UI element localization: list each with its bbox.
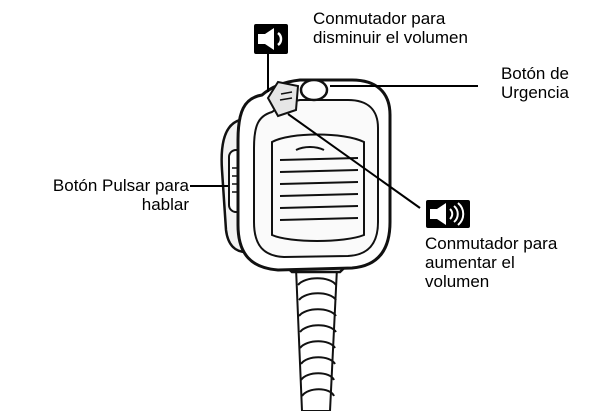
volume-up-label-line: Conmutador para (425, 234, 558, 253)
volume-up-label-line: aumentar el (425, 253, 515, 272)
volume-down-label-line: Conmutador para (313, 9, 446, 28)
volume-down-label-line: disminuir el volumen (313, 28, 468, 47)
ptt-button-label-line: Botón Pulsar para (52, 176, 189, 195)
ptt-button-label: Botón Pulsar para hablar (53, 176, 189, 214)
speaker-grille (271, 133, 365, 242)
callout-lines (190, 54, 478, 209)
ptt-button-label-line: hablar (141, 195, 189, 214)
emergency-button-label: Botón de Urgencia (501, 64, 569, 102)
emergency-button-shape (299, 78, 329, 102)
speaker-high-volume-icon (426, 200, 470, 228)
coiled-cable (294, 267, 339, 411)
volume-up-label: Conmutador para aumentar el volumen (425, 234, 557, 291)
speaker-low-volume-icon (254, 24, 288, 54)
volume-up-label-line: volumen (425, 272, 490, 291)
emergency-button-label-line: Botón de (500, 64, 569, 83)
volume-down-label: Conmutador para disminuir el volumen (313, 9, 468, 47)
emergency-button-label-line: Urgencia (500, 83, 569, 102)
